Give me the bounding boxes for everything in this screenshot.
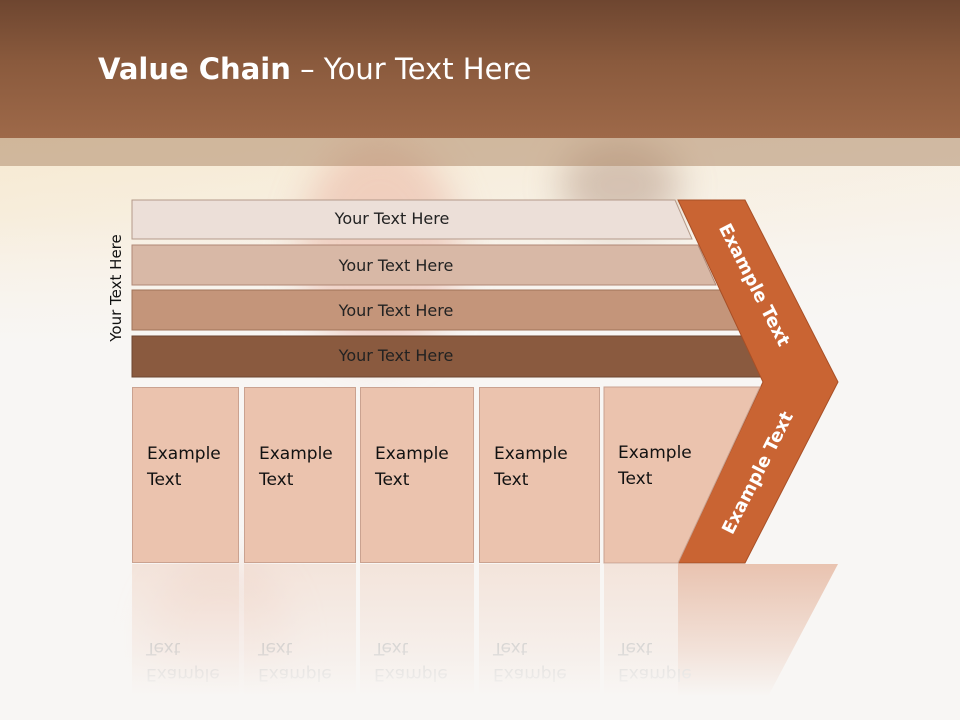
bar-2: Your Text Here: [132, 247, 700, 285]
bar-1-shape: [131, 199, 693, 240]
chevron-arrow: [677, 199, 839, 564]
bar-1-label: Your Text Here: [334, 209, 450, 228]
bar-1: Your Text Here: [132, 200, 692, 238]
title-rest: – Your Text Here: [290, 52, 532, 86]
bar-4: Your Text Here: [132, 337, 700, 375]
page-title: Value Chain – Your Text Here: [98, 52, 532, 86]
column-3-line2: Text: [375, 470, 410, 490]
bar-2-label: Your Text Here: [338, 256, 454, 275]
column-5-line1: Example: [618, 443, 692, 463]
bar-3: Your Text Here: [132, 292, 700, 330]
column-1-line2: Text: [147, 470, 182, 490]
column-3-line1: Example: [375, 444, 449, 464]
column-4-line2: Text: [494, 470, 529, 490]
bar-4-label: Your Text Here: [338, 346, 454, 365]
bar-3-label: Your Text Here: [338, 301, 454, 320]
column-2-line2: Text: [259, 470, 294, 490]
bar-2-shape: [131, 244, 717, 286]
column-2-line1: Example: [259, 444, 333, 464]
column-5-line2: Text: [618, 469, 653, 489]
title-bar: [0, 0, 960, 138]
title-strip: [0, 138, 960, 166]
reflection-fade: [0, 564, 960, 720]
column-4-line1: Example: [494, 444, 568, 464]
title-bold: Value Chain: [98, 52, 291, 86]
column-5-shape: [603, 386, 761, 564]
column-1-line1: Example: [147, 444, 221, 464]
